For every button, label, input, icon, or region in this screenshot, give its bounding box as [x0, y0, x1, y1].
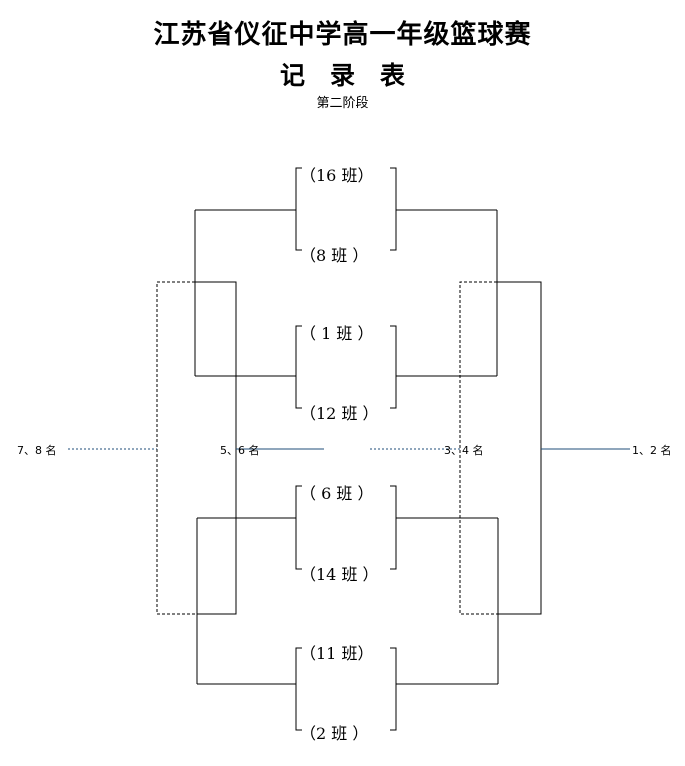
team-label: （ 1 班 ） [300, 324, 374, 343]
team-label: （14 班 ） [300, 565, 379, 584]
team-label: （16 班） [300, 166, 374, 185]
team-label: （2 班 ） [300, 724, 369, 743]
team-label: （ 6 班 ） [300, 484, 374, 503]
placement-7-8-label: 7、8 名 [17, 444, 57, 457]
bracket-right-2 [390, 325, 397, 409]
placement-1-2-label: 1、2 名 [632, 444, 672, 457]
stage-label: 第二阶段 [316, 96, 369, 111]
team-label: （12 班 ） [300, 404, 379, 423]
box-3-4-dashed [459, 281, 498, 615]
bracket-right-1 [390, 167, 397, 251]
bracket-left-3 [295, 485, 302, 570]
bracket-left-2 [295, 325, 302, 409]
bracket-left-4 [295, 647, 302, 731]
placement-3-4-label: 3、4 名 [444, 444, 484, 457]
bracket-left-1 [295, 167, 302, 251]
placement-5-6-label: 5、6 名 [220, 444, 260, 457]
team-label: （8 班 ） [300, 246, 369, 265]
bracket-right-4 [390, 647, 397, 731]
box-1-2 [497, 281, 542, 615]
bracket-right-3 [390, 485, 397, 570]
team-label: （11 班） [300, 644, 374, 663]
box-5-6 [195, 281, 237, 615]
page-title: 江苏省仪征中学高一年级篮球赛 [153, 20, 532, 50]
page-subtitle: 记 录 表 [279, 61, 405, 90]
box-7-8-dashed [156, 281, 197, 615]
